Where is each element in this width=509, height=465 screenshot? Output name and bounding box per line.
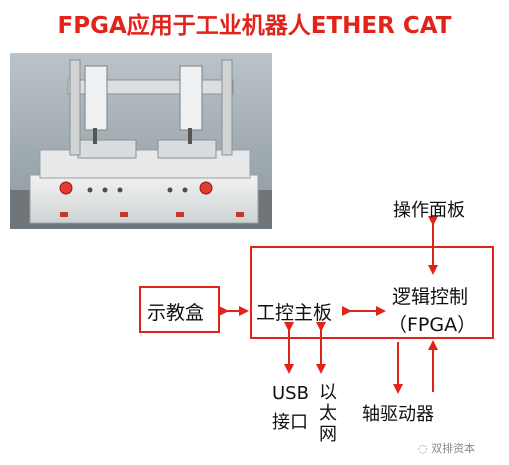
label-ethernet: 以太网 <box>316 382 337 445</box>
label-axis-driver: 轴驱动器 <box>362 404 434 425</box>
chat-icon: ◌ <box>418 442 432 455</box>
diagram-title: FPGA应用于工业机器人ETHER CAT <box>57 13 452 39</box>
label-logic-control: 逻辑控制 <box>392 286 469 308</box>
watermark-text: 双排资本 <box>431 442 476 455</box>
label-fpga: （FPGA） <box>388 314 477 336</box>
controller-frame <box>250 246 494 339</box>
label-usb: USB <box>272 383 309 404</box>
label-operation-panel: 操作面板 <box>393 200 465 221</box>
label-teach-box: 示教盒 <box>147 302 205 324</box>
photo-frame <box>10 53 272 229</box>
label-usb-interface: 接口 <box>272 412 308 433</box>
watermark: ◌ 双排资本 <box>418 440 475 456</box>
label-ipc-board: 工控主板 <box>256 302 333 324</box>
